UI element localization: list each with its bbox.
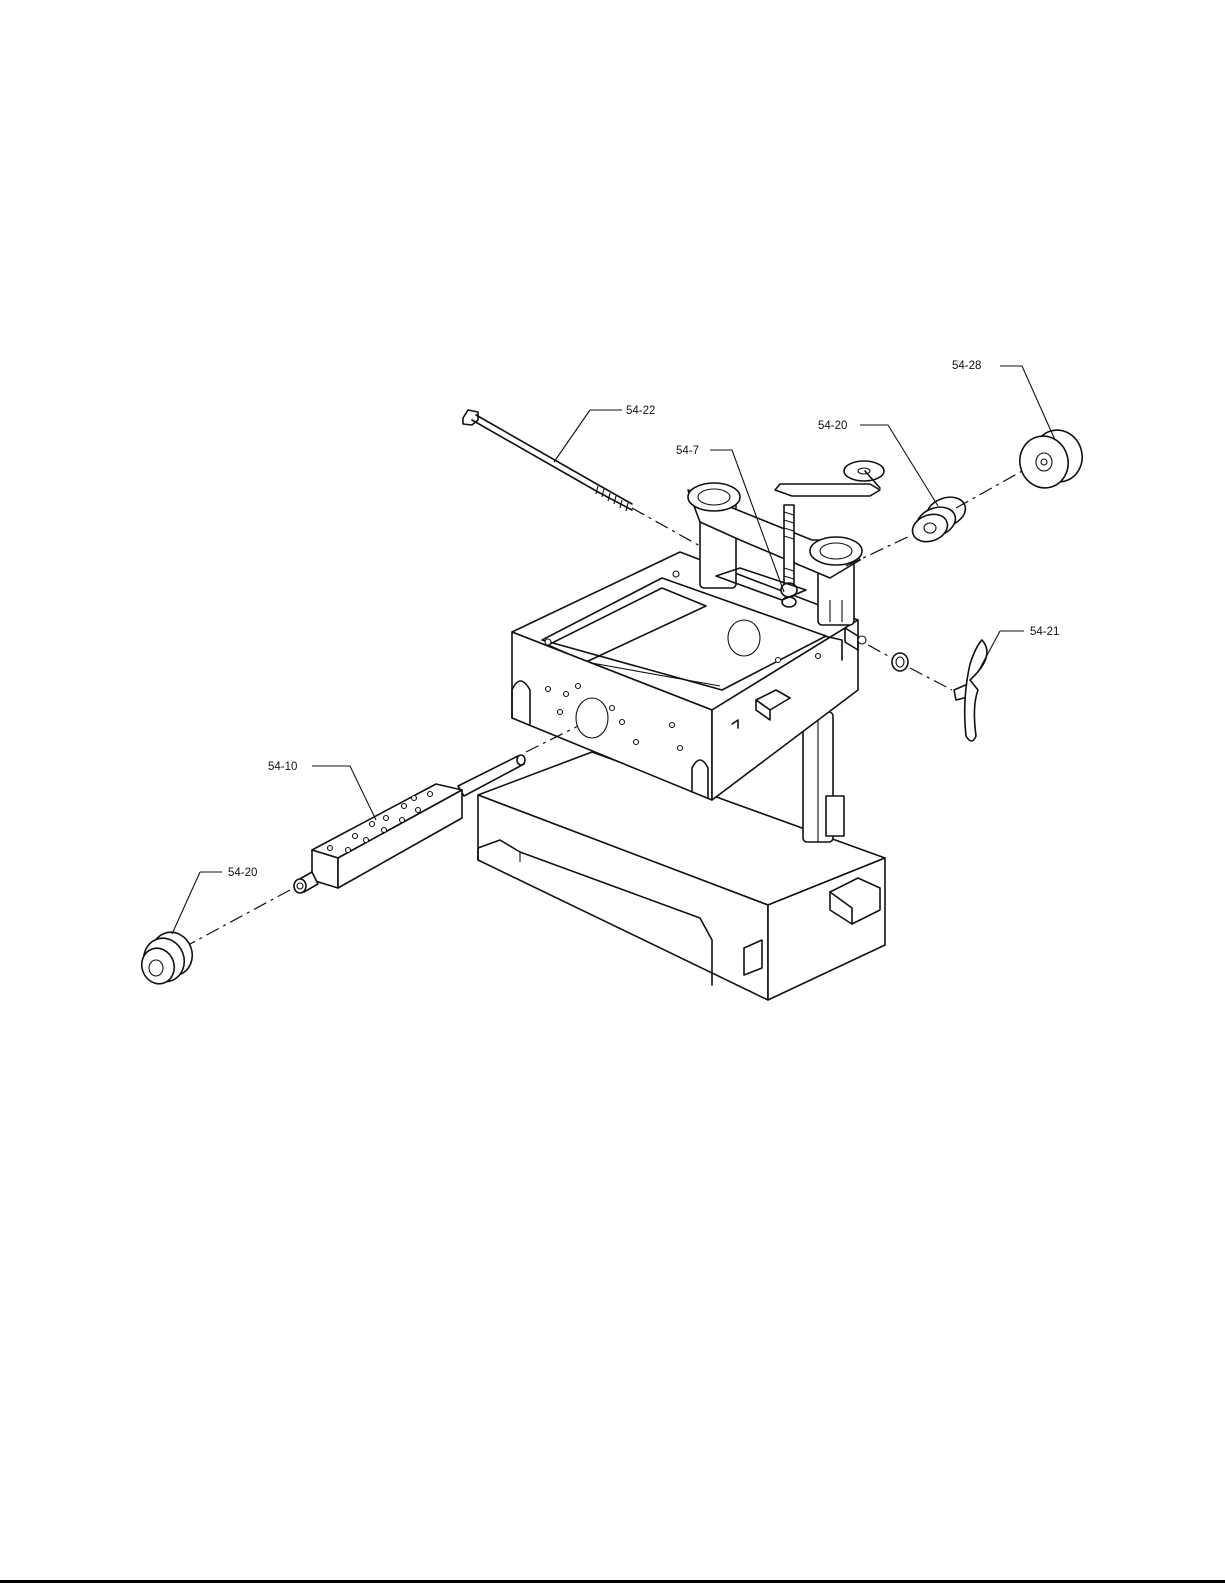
- callout-54-28: 54-28: [952, 360, 981, 372]
- callout-54-20-upper: 54-20: [818, 420, 847, 432]
- callout-54-7: 54-7: [676, 445, 699, 457]
- page-bottom-rule: [0, 1580, 1225, 1583]
- lower-wheel: [137, 926, 199, 988]
- upper-wheel: [846, 492, 970, 566]
- callout-54-22: 54-22: [626, 405, 655, 417]
- tie-rod: [463, 410, 700, 546]
- t-handle: [868, 640, 987, 741]
- end-cap: [956, 425, 1088, 508]
- callout-54-10: 54-10: [268, 761, 297, 773]
- callout-54-21: 54-21: [1030, 626, 1059, 638]
- callout-54-20-lower: 54-20: [228, 867, 257, 879]
